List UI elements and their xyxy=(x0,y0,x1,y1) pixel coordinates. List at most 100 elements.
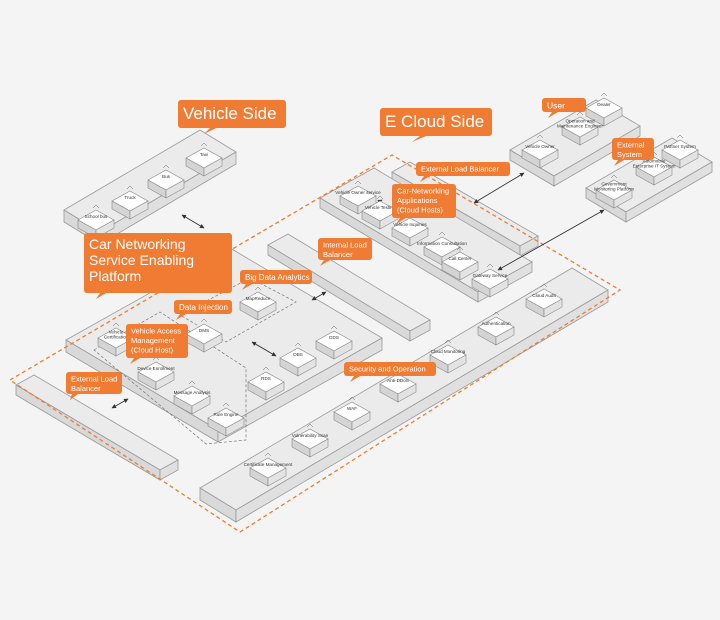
service-icon xyxy=(188,380,196,385)
callout-vehicle-access-management-text: (Cloud Host) xyxy=(131,346,174,355)
service-icon xyxy=(254,286,262,291)
callout-external-lb-left-text: External Load xyxy=(71,375,117,384)
service-icon xyxy=(92,204,100,209)
ext-partner-system[interactable]: Partner System xyxy=(661,134,699,169)
service-icon xyxy=(536,134,544,139)
message-analysis[interactable]: Message Analysis xyxy=(173,380,211,415)
app-gateway-service[interactable]: Gateway Service xyxy=(471,263,509,298)
vehicle-bus-label: Bus xyxy=(162,174,171,179)
callout-vehicle-side-text: Vehicle Side xyxy=(183,104,277,123)
app-vehicle-owner-service-label: Vehicle Owner service xyxy=(335,190,381,195)
service-icon xyxy=(112,322,120,327)
app-information-consultation-label: Information Consultation xyxy=(417,241,467,246)
service-icon xyxy=(456,246,464,251)
callout-data-injection: Data Injection xyxy=(174,300,232,320)
callout-user-text: User xyxy=(547,101,565,111)
platforms xyxy=(15,99,713,523)
apps-to-external-arrow xyxy=(497,209,605,271)
mapreduce[interactable]: MapReduce xyxy=(239,286,277,321)
rule-engine[interactable]: Rule Engine xyxy=(207,402,245,437)
rule-engine-label: Rule Engine xyxy=(213,412,238,417)
callout-internal-lb-text: Balancer xyxy=(323,250,353,259)
sec-vulnerability-scan[interactable]: Vulnerability Scan xyxy=(291,423,329,458)
app-vehicle-testing[interactable]: Vehicle Testing xyxy=(361,195,399,230)
device-enrollment-label: Device Enrollment xyxy=(137,366,175,371)
service-icon xyxy=(348,396,356,401)
service-icon xyxy=(600,92,608,97)
user-dealer[interactable]: Dealer xyxy=(585,92,623,127)
vehicle-truck[interactable]: Truck xyxy=(111,185,149,220)
dds[interactable]: DDS xyxy=(315,325,353,360)
sec-authentication[interactable]: Authentication xyxy=(477,311,515,346)
rds[interactable]: RDS xyxy=(247,366,285,401)
service-icon xyxy=(306,423,314,428)
callout-external-system-text: System xyxy=(617,150,642,159)
lb-to-platform-arrow xyxy=(111,398,129,409)
callout-external-lb-top-text: External Load Balancer xyxy=(421,165,499,174)
ext-government-platform-label: Monitoring Platform xyxy=(594,187,634,192)
service-icon xyxy=(610,174,618,179)
sec-certificate-management[interactable]: Certificate Management xyxy=(244,452,293,487)
sec-waf[interactable]: WAF xyxy=(333,396,371,431)
dds-label: DDS xyxy=(329,335,339,340)
callout-car-networking-platform-text: Platform xyxy=(89,268,141,284)
service-icon xyxy=(200,142,208,147)
sec-cloud-audit-label: Cloud Audit xyxy=(532,293,556,298)
platform-to-internal-lb-arrow xyxy=(311,291,327,301)
callout-security-operation: Security and Operation xyxy=(344,362,436,382)
callout-car-networking-platform-text: Service Enabling xyxy=(89,252,194,268)
user-operation-engineer-label: Maintenance Engineer xyxy=(557,124,603,129)
service-icon xyxy=(376,195,384,200)
sec-cloud-monitoring-label: Cloud Monitoring xyxy=(431,349,466,354)
callout-car-networking-apps-text: (Cloud Hosts) xyxy=(397,206,443,215)
vehicle-taxi[interactable]: Taxi xyxy=(185,142,223,177)
sec-cloud-monitoring[interactable]: Cloud Monitoring xyxy=(429,339,467,374)
service-icon xyxy=(162,164,170,169)
app-call-center[interactable]: Call Center xyxy=(441,246,479,281)
platform-internal-arrow xyxy=(251,341,277,357)
callout-user: User xyxy=(542,98,586,118)
service-icon xyxy=(330,325,338,330)
app-gateway-service-label: Gateway Service xyxy=(473,273,508,278)
service-icon xyxy=(262,366,270,371)
vehicle-to-platform-arrow xyxy=(181,214,205,229)
device-enrollment[interactable]: Device Enrollment xyxy=(137,356,175,391)
dms[interactable]: DMS xyxy=(185,318,223,353)
vehicle-taxi-label: Taxi xyxy=(200,152,208,157)
callout-car-networking-apps-text: Applications xyxy=(397,196,438,205)
callout-car-networking-apps-text: Car-Networking xyxy=(397,187,449,196)
callout-big-data-analytics-text: Big Data Analytics xyxy=(245,273,309,282)
obs-label: OBS xyxy=(293,352,303,357)
callout-car-networking-platform-text: Car Networking xyxy=(89,236,185,252)
obs[interactable]: OBS xyxy=(279,342,317,377)
app-vehicle-owner-service[interactable]: Vehicle Owner service xyxy=(335,180,381,215)
user-vehicle-owner-label: Vehicle Owner xyxy=(525,144,555,149)
callout-big-data-analytics: Big Data Analytics xyxy=(240,270,312,290)
user-vehicle-owner[interactable]: Vehicle Owner xyxy=(521,134,559,169)
callout-e-cloud-side: E Cloud Side xyxy=(380,108,492,142)
callout-external-lb-top: External Load Balancer xyxy=(416,162,510,182)
vehicle-certification-label: Vehicle xyxy=(109,329,124,334)
app-vehicle-inquiries[interactable]: Vehicle Inquiries xyxy=(391,212,429,247)
sec-anti-ddos-label: Anti-DDoS xyxy=(387,378,409,383)
service-icon xyxy=(486,263,494,268)
callout-internal-lb-text: Internal Load xyxy=(323,241,367,250)
callout-vehicle-side: Vehicle Side xyxy=(178,100,286,134)
vehicle-bus[interactable]: Bus xyxy=(147,164,185,199)
sec-waf-label: WAF xyxy=(347,406,357,411)
service-icon xyxy=(222,402,230,407)
sec-cloud-audit[interactable]: Cloud Audit xyxy=(525,283,563,318)
rds-label: RDS xyxy=(261,376,271,381)
vehicle-certification-label: Certification xyxy=(104,335,129,340)
sec-anti-ddos[interactable]: Anti-DDoS xyxy=(379,368,417,403)
callout-vehicle-access-management-text: Management xyxy=(131,336,176,345)
callout-vehicle-access-management-text: Vehicle Access xyxy=(131,327,181,336)
